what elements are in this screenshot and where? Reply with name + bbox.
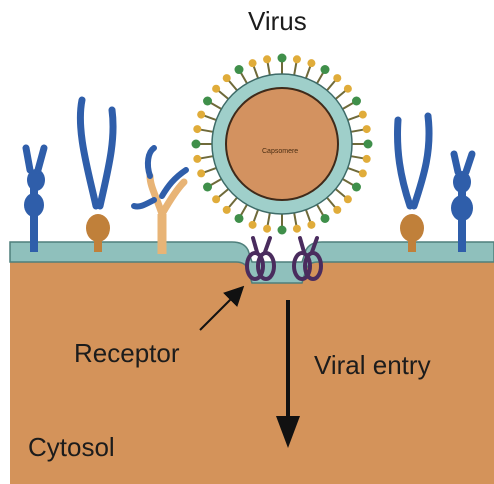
spike-tip: [321, 214, 330, 223]
spike-tip: [363, 155, 371, 163]
viral-entry-label: Viral entry: [314, 350, 431, 381]
glycoprotein-blue-right: [451, 154, 473, 252]
spike-tip: [193, 155, 201, 163]
spike-tip: [359, 111, 367, 119]
spike-tip: [278, 226, 287, 235]
spike-tip: [321, 65, 330, 74]
spike-tip: [278, 54, 287, 63]
glycoprotein-orange-left: [80, 100, 113, 252]
spike-tip: [352, 183, 361, 192]
spike-tip: [263, 225, 271, 233]
spike-tip: [344, 195, 352, 203]
spike-tip: [307, 59, 315, 67]
cytosol-label: Cytosol: [28, 432, 115, 463]
spike-tip: [197, 169, 205, 177]
spike-tip: [333, 74, 341, 82]
spike-tip: [249, 221, 257, 229]
spike-tip: [203, 183, 212, 192]
spike-tip: [223, 206, 231, 214]
spike-tip: [344, 85, 352, 93]
spike-tip: [249, 59, 257, 67]
spike-tip: [293, 225, 301, 233]
spike-tip: [197, 111, 205, 119]
spike-tip: [223, 74, 231, 82]
spike-tip: [192, 140, 201, 149]
spike-tip: [263, 55, 271, 63]
spike-tip: [333, 206, 341, 214]
virus-label: Virus: [248, 6, 307, 37]
spike-tip: [307, 221, 315, 229]
capsomere-label: Capsomere: [262, 148, 298, 155]
spike-tip: [212, 85, 220, 93]
glycoprotein-branched: [134, 148, 186, 254]
spike-tip: [363, 125, 371, 133]
spike-tip: [293, 55, 301, 63]
spike-tip: [352, 97, 361, 106]
virus-particle-icon: [192, 54, 373, 235]
glycoprotein-orange-right: [398, 116, 430, 252]
spike-tip: [212, 195, 220, 203]
receptor-label: Receptor: [74, 338, 180, 369]
spike-tip: [193, 125, 201, 133]
spike-tip: [364, 140, 373, 149]
spike-tip: [235, 65, 244, 74]
spike-tip: [203, 97, 212, 106]
spike-tip: [359, 169, 367, 177]
glycoprotein-blue-left: [24, 148, 45, 252]
spike-tip: [235, 214, 244, 223]
